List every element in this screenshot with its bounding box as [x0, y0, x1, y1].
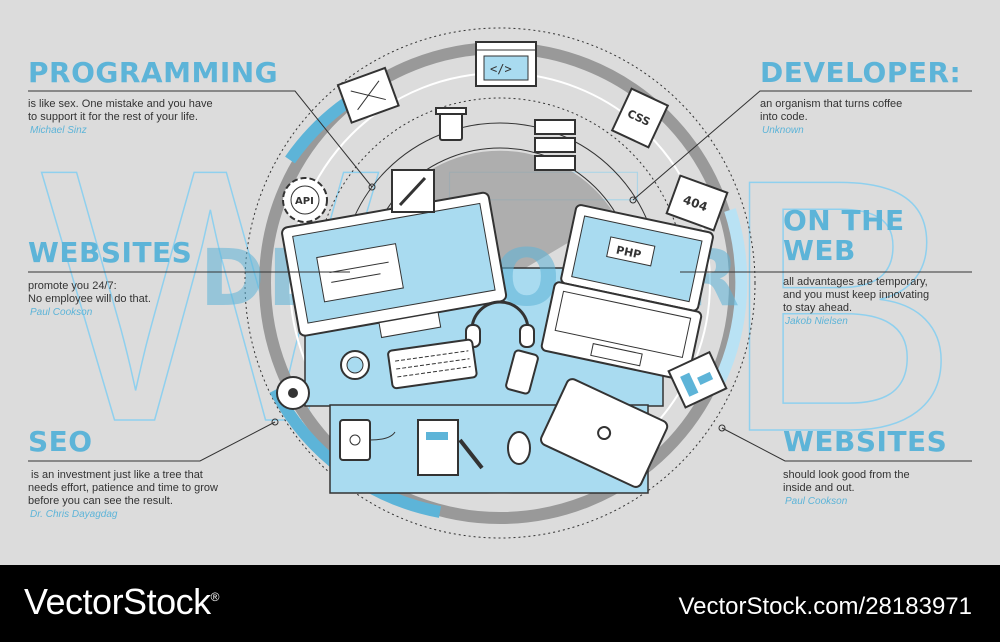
developer-author: Unknown — [762, 125, 804, 136]
smartphone-icon — [505, 349, 539, 395]
websites-right-author: Paul Cookson — [785, 496, 848, 507]
on-the-web-title-line-1: ON THE — [783, 204, 905, 237]
leader-line-websites-right — [721, 427, 972, 462]
image-url: VectorStock.com/28183971 — [678, 593, 972, 620]
seo-title: SEO — [28, 425, 93, 458]
leader-line-programming — [28, 90, 373, 188]
programming-block: PROGRAMMING is like sex. One mistake and… — [28, 56, 328, 137]
on-the-web-title-line-2: WEB — [783, 234, 856, 267]
gray-sector — [385, 150, 615, 283]
developer-block: DEVELOPER: an organism that turns coffee… — [760, 56, 980, 137]
programming-title: PROGRAMMING — [28, 56, 279, 89]
api-gear-icon: API — [282, 177, 328, 223]
quote-line: promote you 24/7: — [28, 280, 117, 292]
quote-line: should look good from the — [783, 469, 910, 481]
api-label: API — [295, 196, 314, 207]
developer-quote: an organism that turns coffee into code. — [760, 98, 980, 124]
programming-author: Michael Sinz — [30, 125, 87, 136]
seo-block: SEO is an investment just like a tree th… — [28, 425, 288, 521]
leader-line-developer — [632, 90, 972, 201]
dashboard-icon — [667, 350, 728, 409]
quote-line: is an investment just like a tree that — [28, 469, 203, 481]
brand-name: VectorStock — [24, 581, 211, 622]
registered-mark: ® — [210, 590, 220, 604]
keyboard-icon — [387, 338, 478, 390]
quote-line: into code. — [760, 111, 808, 123]
quote-line: to stay ahead. — [783, 302, 853, 314]
quote-line: No employee will do that. — [28, 293, 151, 305]
server-icon — [534, 119, 576, 171]
error-404-icon: 404 — [665, 174, 729, 232]
on-the-web-author: Jakob Nielsen — [785, 316, 848, 327]
bug-icon — [276, 376, 310, 410]
quote-line: and you must keep innovating — [783, 289, 930, 301]
on-the-web-block: ON THE WEB all advantages are temporary,… — [783, 204, 983, 328]
big-letter-b: B — [720, 105, 960, 507]
vectorstock-logo: VectorStock® — [24, 581, 219, 623]
websites-left-quote: promote you 24/7: No employee will do th… — [28, 280, 288, 306]
php-label: PHP — [615, 243, 642, 261]
quote-line: before you can see the result. — [28, 495, 173, 507]
infographic: W E B DEVELOPER — [28, 27, 983, 539]
developer-title: DEVELOPER: — [760, 56, 962, 89]
websites-left-block: WEBSITES promote you 24/7: No employee w… — [28, 236, 288, 319]
quote-line: all advantages are temporary, — [783, 276, 928, 288]
quote-line: is like sex. One mistake and you have — [28, 98, 213, 110]
seo-quote: is an investment just like a tree that n… — [28, 469, 288, 508]
programming-quote: is like sex. One mistake and you have to… — [28, 98, 328, 124]
hard-drive-icon — [339, 419, 396, 461]
on-the-web-quote: all advantages are temporary, and you mu… — [783, 276, 983, 315]
quote-line: to support it for the rest of your life. — [28, 111, 198, 123]
blue-arc-3 — [714, 208, 748, 383]
rocket-icon — [391, 169, 435, 213]
leader-line-seo — [28, 421, 276, 462]
illustration: W E B DEVELOPER — [28, 27, 972, 539]
websites-left-title: WEBSITES — [28, 236, 193, 269]
websites-right-quote: should look good from the inside and out… — [783, 469, 983, 495]
code-window-icon: </> — [475, 41, 537, 87]
css-file-icon: CSS — [610, 87, 670, 149]
tablet-icon — [540, 378, 669, 488]
outer-dotted-circle — [244, 27, 756, 539]
notebook-icon — [417, 419, 484, 476]
websites-right-block: WEBSITES should look good from the insid… — [783, 425, 983, 508]
coffee-to-go-icon — [435, 107, 467, 141]
quote-line: inside and out. — [783, 482, 855, 494]
quote-line: needs effort, patience and time to grow — [28, 482, 218, 494]
mouse-icon — [507, 431, 531, 465]
display-icon — [336, 66, 400, 124]
websites-right-title: WEBSITES — [783, 425, 948, 458]
code-symbol: </> — [490, 62, 512, 76]
desktop-monitor-icon — [281, 191, 508, 339]
laptop-icon: PHP — [540, 204, 714, 382]
websites-left-author: Paul Cookson — [30, 307, 93, 318]
seo-author: Dr. Chris Dayagdag — [30, 509, 118, 520]
quote-line: an organism that turns coffee — [760, 98, 903, 110]
watermark-bar: VectorStock® VectorStock.com/28183971 — [0, 565, 1000, 642]
